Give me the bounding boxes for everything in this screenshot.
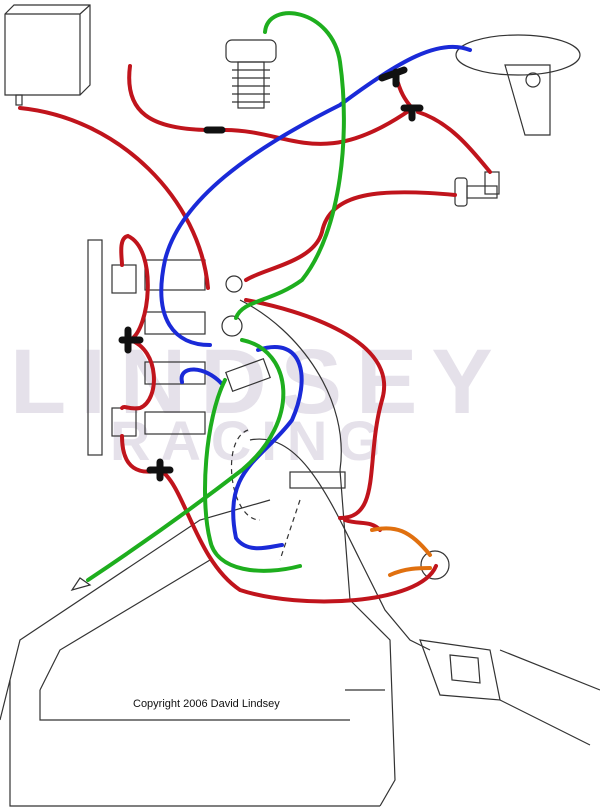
green-hoses	[86, 11, 346, 582]
hoses	[18, 11, 492, 604]
vacuum-port	[225, 275, 243, 293]
red-hose	[18, 106, 210, 290]
red-hose	[223, 108, 412, 146]
watermark-lindsey: LINDSEY	[10, 331, 507, 433]
intake-tube	[239, 299, 396, 807]
sensor	[420, 550, 450, 580]
red-hose	[244, 190, 457, 282]
runner	[144, 259, 206, 291]
green-hose	[234, 11, 346, 320]
blue-hoses	[159, 44, 472, 551]
orange-hose	[370, 526, 432, 557]
blue-hose	[159, 44, 472, 347]
manifold-rail	[87, 239, 103, 456]
tee-fittings	[118, 66, 424, 482]
filter-housing	[419, 639, 501, 701]
red-hose	[119, 233, 150, 342]
port-fitting	[70, 577, 92, 592]
fuel-filter-lower	[111, 407, 137, 437]
blue-hose	[231, 345, 304, 551]
charcoal-canister	[225, 39, 277, 109]
tee-fitting	[118, 326, 144, 354]
air-plate	[455, 34, 581, 76]
orange-hoses	[370, 526, 432, 577]
bracket-hole	[525, 72, 541, 88]
vacuum-port	[221, 315, 243, 337]
red-hose	[127, 64, 214, 132]
frame-rail	[0, 499, 271, 721]
red-hose	[244, 298, 387, 520]
watermark-racing: RACING	[110, 409, 391, 472]
fuel-filter-upper	[111, 264, 137, 294]
tee-fitting	[146, 458, 174, 482]
vacuum-valve	[454, 171, 500, 207]
runner	[144, 411, 206, 435]
red-hose	[120, 434, 438, 604]
blue-hose	[179, 367, 224, 386]
tee-fitting	[400, 104, 424, 122]
engine-block	[9, 680, 385, 807]
solenoid	[225, 357, 271, 393]
red-hoses	[18, 64, 492, 604]
red-hose	[416, 110, 492, 174]
box-fitting	[15, 94, 23, 106]
tee-fitting	[378, 66, 408, 88]
bracket	[504, 64, 551, 136]
red-hose	[120, 338, 156, 411]
control-box	[4, 4, 91, 96]
green-hose	[203, 378, 302, 573]
orange-hose	[388, 566, 432, 577]
copyright-text: Copyright 2006 David Lindsey	[133, 698, 280, 710]
throttle-body	[289, 471, 346, 489]
air-filter-cone	[499, 649, 600, 746]
green-hose	[86, 338, 286, 582]
